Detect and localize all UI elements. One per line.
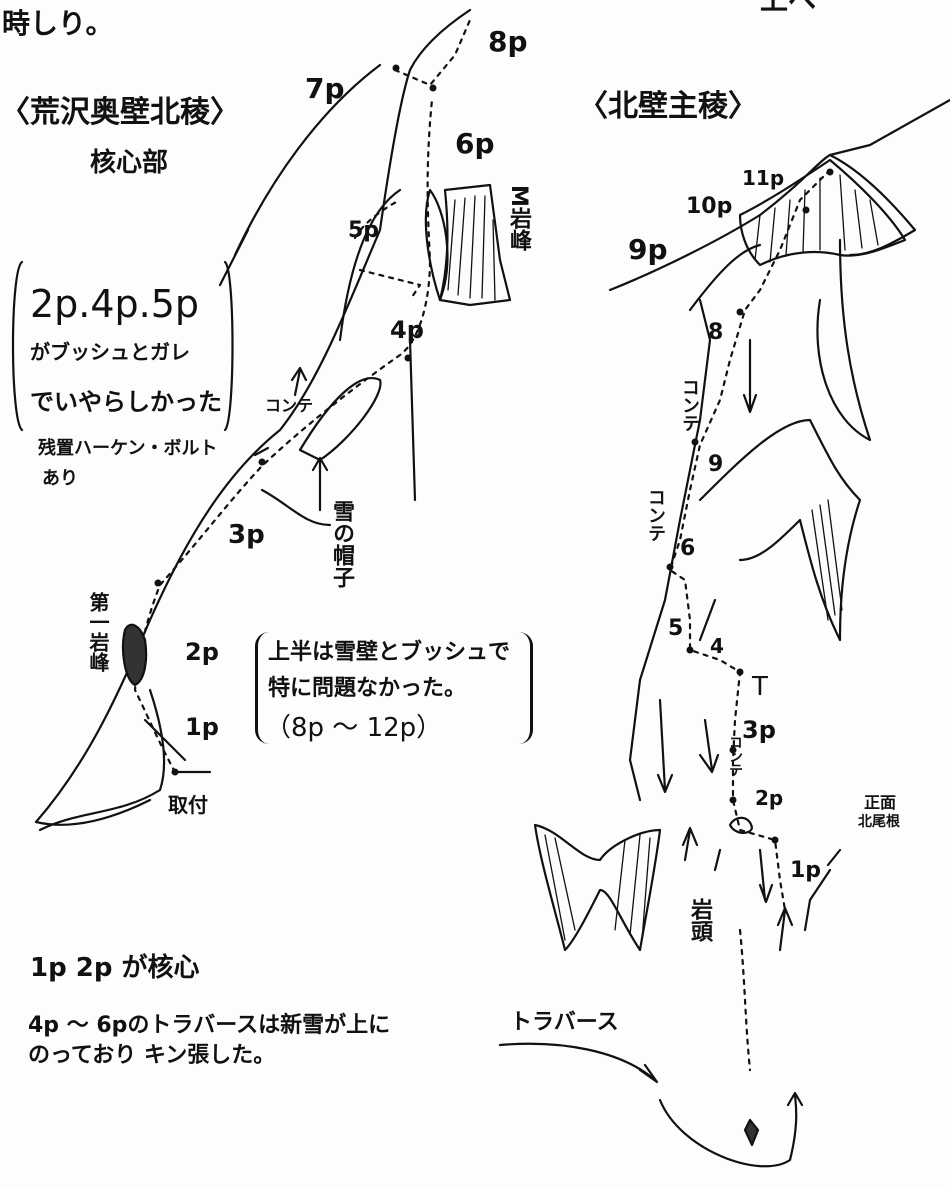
- right-buttress-2: [700, 420, 860, 640]
- right-start-ridge: [740, 930, 750, 1070]
- bracket-note-line1: 2p.4p.5p: [30, 285, 199, 323]
- traverse-arrow: [500, 1044, 802, 1166]
- konte-label-right-2: コンテ: [646, 488, 664, 542]
- left-peak-shape: [535, 825, 660, 950]
- konte-label-right-3: コンテ: [728, 735, 742, 777]
- right-number-11p: 11p: [742, 168, 784, 188]
- footer-note-1: 1p 2p が核心: [30, 955, 200, 981]
- start-label: 取付: [168, 795, 208, 815]
- konte-arrow: [292, 368, 306, 395]
- m-rock-label: M岩峰: [507, 185, 529, 251]
- traverse-dotted: [355, 200, 420, 300]
- box-note-line2: 特に問題なかった。: [268, 678, 466, 700]
- right-number-4: 4: [710, 636, 724, 656]
- pitch-label-2p: 2p: [185, 640, 219, 664]
- bracket-right: [225, 262, 233, 430]
- buttress-line-2: [410, 340, 415, 500]
- box-note-line1: 上半は雪壁とブッシュで: [268, 642, 510, 664]
- right-number-9: 9: [708, 454, 723, 476]
- right-number-6: 6: [680, 538, 695, 560]
- bottom-peak: [745, 1120, 758, 1145]
- shoumen-label: 正面: [864, 795, 896, 811]
- right-number-3p: 3p: [742, 718, 776, 742]
- top-left-fragment: 時しり。: [2, 10, 113, 38]
- right-number-1p: 1p: [790, 860, 821, 882]
- bracket-note-line2: がブッシュとガレ: [30, 342, 190, 362]
- bracket-note-line3: でいやらしかった: [30, 390, 222, 414]
- pitch-label-8p: 8p: [488, 28, 528, 56]
- pitch-label-5p: 5p: [348, 220, 379, 242]
- first-rock-label: 第一岩峰: [88, 592, 108, 672]
- right-buttress: [817, 240, 870, 440]
- right-number-T: T: [752, 674, 768, 700]
- pitch-label-3p: 3p: [228, 522, 265, 548]
- left-route-subtitle: 核心部: [90, 150, 168, 176]
- right-number-9p: 9p: [628, 236, 668, 264]
- left-ridge-outline-2: [40, 690, 164, 830]
- snow-cap-shape: [300, 378, 380, 460]
- right-number-8: 8: [708, 322, 723, 344]
- pitch-label-7p: 7p: [305, 75, 345, 103]
- bolt-label: 残置ハーケン・ボルト: [38, 440, 217, 458]
- footer-note-2-line1: 4p ～ 6pのトラバースは新雪が上に: [28, 1015, 390, 1037]
- summit-ridge-2: [830, 100, 950, 155]
- bolt-label-2: あり: [42, 470, 78, 488]
- pitch-label-4p: 4p: [390, 318, 424, 342]
- box-note-line3: （8p ～ 12p）: [265, 715, 442, 741]
- top-route-dotted: [395, 20, 470, 85]
- left-route-title: 〈荒沢奥壁北稜〉: [0, 98, 240, 128]
- top-right-fragment: 上へ: [760, 0, 816, 14]
- gantou-label: 岩頭: [688, 898, 710, 942]
- right-number-2p: 2p: [755, 788, 783, 808]
- right-number-5: 5: [668, 618, 683, 640]
- konte-label-left: コンテ: [265, 398, 313, 414]
- pitch-label-6p: 6p: [455, 130, 495, 158]
- footer-note-2-line2: のっており キン張した。: [28, 1045, 275, 1067]
- left-ridge-outline-4: [220, 230, 248, 285]
- konte-label-right-1: コンテ: [680, 378, 698, 432]
- right-route-title: 〈北壁主稜〉: [578, 92, 758, 122]
- right-lower-ridge: [630, 300, 710, 800]
- snow-cap-label: 雪の帽子: [330, 500, 352, 588]
- bracket-left: [13, 262, 22, 430]
- pitch-label-1p: 1p: [185, 715, 219, 739]
- kitaone-label: 北尾根: [858, 815, 900, 829]
- traverse-label: トラバース: [510, 1012, 619, 1034]
- right-number-10p: 10p: [686, 196, 732, 218]
- snow-cap-arrow: [262, 458, 330, 525]
